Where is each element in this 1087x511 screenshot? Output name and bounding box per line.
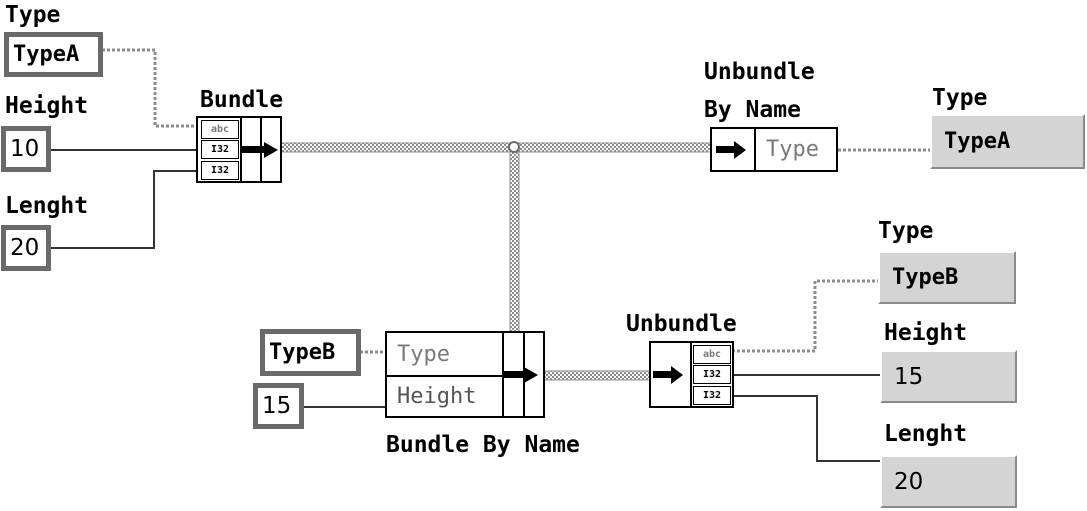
unbundle-by-name-element[interactable]: Type	[766, 137, 819, 162]
unbundle-output-string-terminal[interactable]: abc	[693, 345, 731, 364]
wire-unbundle-length-out	[732, 395, 880, 462]
wire-unbundle-type-out	[732, 279, 880, 353]
unbundle-output-i32-terminal-1[interactable]: I32	[693, 365, 731, 384]
bundle-terminal-type-string: abc	[210, 124, 230, 135]
type-out2-indicator[interactable]: TypeB	[878, 251, 1016, 304]
type-a-constant[interactable]: TypeA	[4, 32, 103, 77]
bundle-by-name-element-height[interactable]: Height	[397, 384, 477, 409]
type-out1-value: TypeA	[944, 129, 1011, 154]
unbundle-output-i32-terminal-2[interactable]: I32	[693, 386, 731, 405]
wire-cluster-branch	[509, 147, 520, 333]
type-b-value: TypeB	[269, 340, 336, 365]
bundle-by-name-element-type[interactable]: Type	[397, 341, 450, 367]
unbundle-arrow-icon	[653, 366, 683, 384]
bundle-by-name-row-divider	[387, 375, 503, 377]
type-out1-label: Type	[932, 85, 988, 111]
unbundle-node[interactable]: abc I32 I32	[649, 341, 734, 408]
bundle-node[interactable]: abc I32 I32	[196, 116, 282, 183]
type-a-value: TypeA	[13, 42, 80, 67]
numeric-wires	[50, 149, 880, 462]
unbundle-by-name-node[interactable]: Type	[710, 127, 838, 172]
type-a-label: Type	[5, 2, 61, 28]
height-out-label: Height	[884, 320, 968, 346]
type-out1-indicator[interactable]: TypeA	[930, 114, 1085, 169]
bundle-label: Bundle	[200, 87, 284, 113]
height-out-indicator[interactable]: 15	[880, 350, 1017, 403]
type-out2-value: TypeB	[892, 265, 959, 290]
type-out2-label: Type	[878, 218, 934, 244]
wire-length-to-bundle	[50, 170, 200, 249]
height-out-value: 15	[894, 363, 924, 390]
length-out-value: 20	[894, 468, 924, 495]
bundle-divider-1	[240, 118, 242, 181]
height-value: 10	[10, 136, 40, 162]
unbundle-by-name-divider	[754, 129, 756, 170]
type-b-constant[interactable]: TypeB	[260, 329, 361, 376]
bundle-by-name-divider-1	[502, 333, 504, 416]
unbundle-divider	[690, 343, 692, 406]
unbundle-label: Unbundle	[626, 311, 737, 337]
string-wires	[102, 48, 930, 354]
bundle-terminal-type-i32-2: I32	[210, 165, 230, 176]
unbundle-terminal-type-i32-2: I32	[702, 390, 722, 401]
unbundle-by-name-label-line2: By Name	[704, 97, 801, 123]
height-constant[interactable]: 10	[1, 126, 51, 172]
unbundle-terminal-type-i32-1: I32	[702, 369, 722, 380]
length-out-label: Lenght	[884, 421, 968, 447]
wire-typea-to-bundle	[102, 48, 200, 128]
unbundle-by-name-arrow-icon	[716, 141, 746, 159]
bundle-terminal-type-i32-1: I32	[210, 144, 230, 155]
unbundle-terminal-type-string: abc	[702, 349, 722, 360]
wire-cluster-to-unbundle	[543, 370, 651, 381]
height-label: Height	[5, 93, 89, 119]
length-constant[interactable]: 20	[1, 225, 51, 271]
bundle-by-name-node[interactable]: Type Height	[385, 331, 545, 418]
bundle-arrow-icon	[242, 142, 278, 158]
bundle-by-name-label: Bundle By Name	[386, 432, 580, 458]
bundle-input-string-terminal[interactable]: abc	[201, 120, 239, 139]
bundle-by-name-arrow-icon	[504, 367, 538, 383]
length-label: Lenght	[5, 193, 89, 219]
bundle-input-i32-terminal-2[interactable]: I32	[201, 161, 239, 180]
unbundle-by-name-label-line1: Unbundle	[704, 59, 815, 85]
height-new-constant[interactable]: 15	[253, 383, 304, 429]
bundle-input-i32-terminal-1[interactable]: I32	[201, 140, 239, 159]
length-out-indicator[interactable]: 20	[880, 455, 1017, 508]
wire-junction	[508, 141, 520, 153]
length-value: 20	[10, 235, 40, 261]
height-new-value: 15	[262, 393, 292, 419]
wire-cluster-main	[279, 142, 713, 153]
